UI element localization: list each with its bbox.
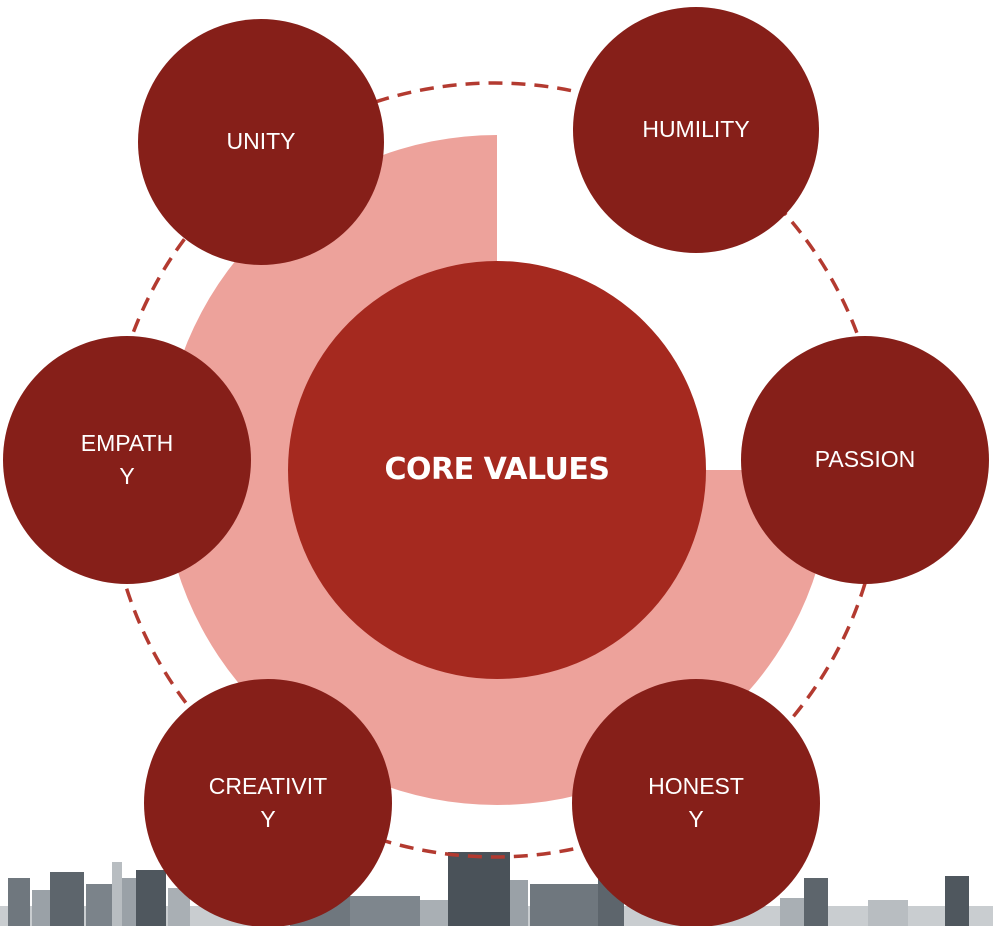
center-circle xyxy=(288,261,706,679)
value-circle-empathy xyxy=(3,336,251,584)
city-skyline-image xyxy=(0,852,993,926)
value-circle-unity xyxy=(138,19,384,265)
value-circle-passion xyxy=(741,336,989,584)
value-circle-honesty xyxy=(572,679,820,927)
value-circle-creativity xyxy=(144,679,392,927)
progress-ring-shape xyxy=(162,135,832,805)
value-circle-humility xyxy=(573,7,819,253)
